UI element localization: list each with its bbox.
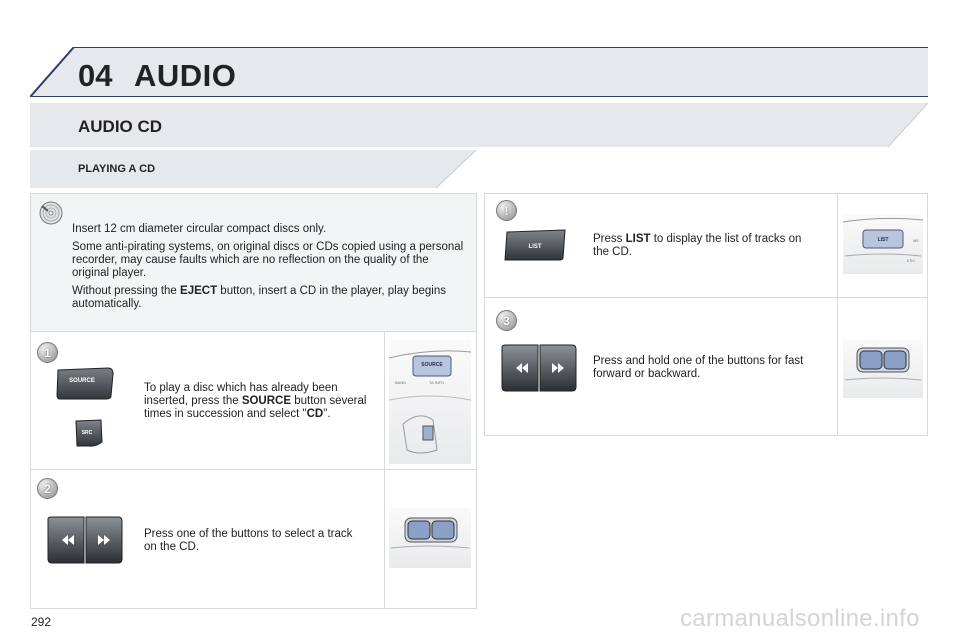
cd-keyword: CD: [306, 408, 324, 420]
list-step-text: Press LIST to display the list of tracks…: [593, 233, 813, 259]
step-1-badge: 1: [37, 342, 58, 363]
step-1-text: To play a disc which has already been in…: [144, 382, 372, 421]
intro-text: Insert 12 cm diameter circular compact d…: [72, 223, 464, 316]
step-2-badge: 2: [37, 478, 58, 499]
thumb-ta-info-label: TA INFO: [429, 380, 444, 385]
step-1-text-pre: To play a disc which has already been in…: [144, 382, 338, 407]
step-2-text: Press one of the buttons to select a tra…: [144, 528, 353, 553]
step-2-dashboard-thumbnail: [389, 508, 471, 568]
source-button-label: SOURCE: [69, 378, 95, 384]
intro-line-3: Without pressing the EJECT button, inser…: [72, 285, 464, 311]
src-button-illustration: SRC: [75, 419, 103, 447]
thumb-esc-label: ESC: [907, 258, 915, 263]
rewind-icon: [62, 535, 74, 545]
step-1-text-post: ".: [323, 408, 331, 420]
seek-hold-buttons-illustration: [501, 344, 577, 392]
list-step-text-post: to display the list of tracks on the CD.: [593, 233, 802, 258]
thumb-me-label: ME: [913, 238, 919, 243]
intro-line-3-pre: Without pressing the: [72, 285, 181, 297]
subsection-title: PLAYING A CD: [78, 163, 156, 175]
list-keyword: LIST: [625, 233, 651, 245]
step-3-badge: 3: [496, 310, 517, 331]
chapter-header-band: [30, 47, 928, 97]
section-header-band: [30, 103, 928, 147]
step-1-text-mid: button several times in succession and s…: [144, 395, 367, 420]
cd-icon: [39, 201, 63, 225]
src-button-label: SRC: [82, 430, 93, 436]
thumb-band-label: BAND: [395, 380, 406, 385]
chapter-title: AUDIO: [134, 58, 237, 93]
list-button-label: LIST: [529, 244, 542, 250]
list-button-illustration: LIST: [504, 229, 566, 261]
eject-label: EJECT: [180, 285, 218, 297]
warning-badge: !: [496, 200, 517, 221]
source-button-illustration: SOURCE: [56, 367, 114, 400]
watermark: carmanualsonline.info: [680, 605, 920, 632]
subsection-header-band: [30, 150, 476, 188]
fast-forward-icon: [552, 363, 564, 373]
list-dashboard-thumbnail: LIST ME ESC: [842, 214, 924, 274]
section-title: AUDIO CD: [78, 117, 163, 136]
intro-line-3-post: button, insert a CD in the player, play …: [72, 285, 446, 310]
seek-buttons-illustration: [47, 516, 123, 564]
thumb-source-label: SOURCE: [421, 362, 443, 368]
intro-panel: [30, 193, 477, 332]
thumb-list-label: LIST: [878, 237, 889, 243]
list-step-text-pre: Press: [593, 233, 626, 245]
intro-line-2: Some anti-pirating systems, on original …: [72, 241, 464, 279]
fast-forward-icon: [98, 535, 110, 545]
chapter-number: 04: [78, 58, 113, 93]
source-keyword: SOURCE: [241, 395, 292, 407]
page-number: 292: [31, 615, 52, 629]
intro-line-1: Insert 12 cm diameter circular compact d…: [72, 223, 327, 235]
step-3-text: Press and hold one of the buttons for fa…: [593, 355, 804, 380]
step-3-dashboard-thumbnail: [843, 340, 923, 398]
rewind-icon: [516, 363, 528, 373]
step-1-dashboard-thumbnail: SOURCE BAND TA INFO: [388, 340, 472, 464]
